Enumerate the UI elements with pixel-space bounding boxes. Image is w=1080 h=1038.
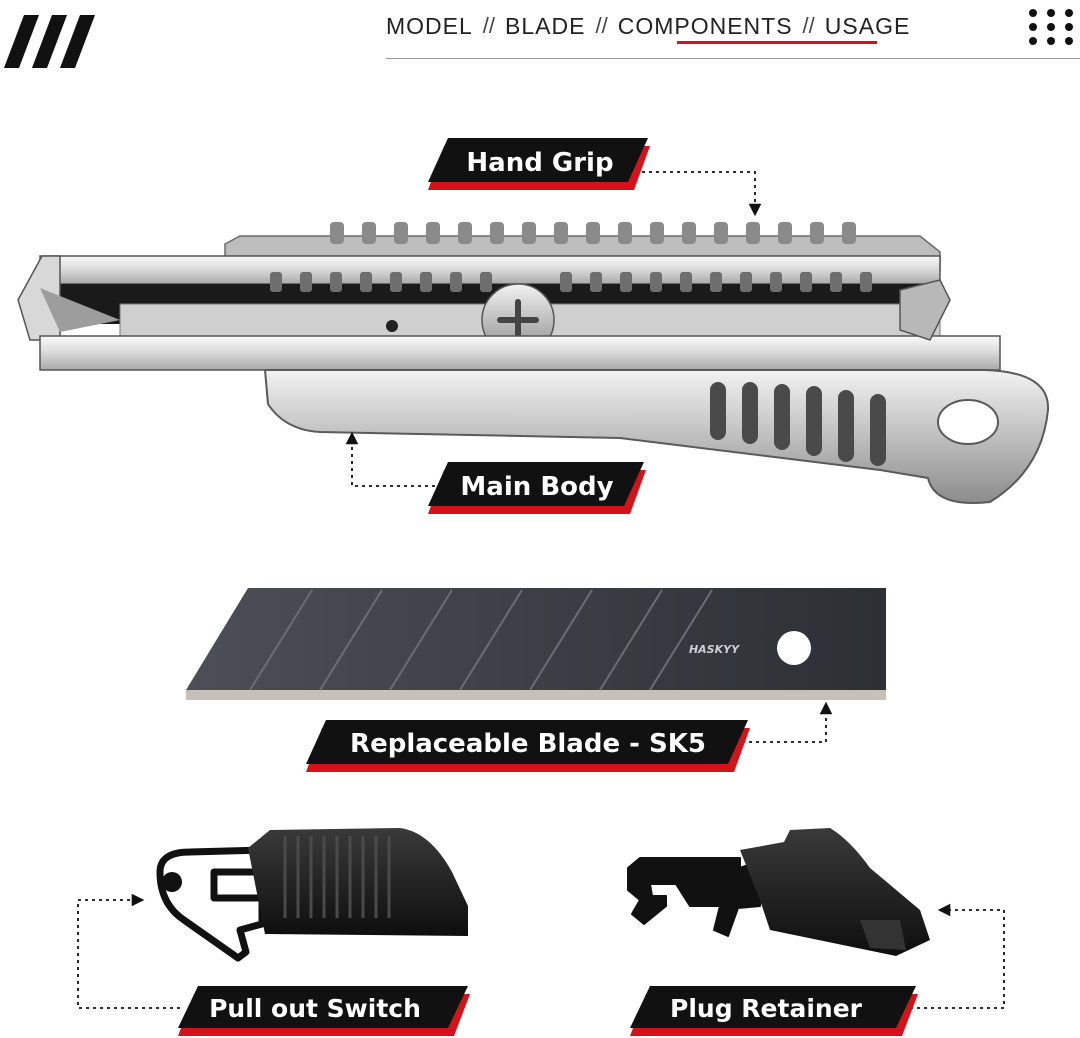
dot-grid-icon[interactable]: [1027, 7, 1075, 49]
blade-brand-logo: HASKYY: [689, 643, 740, 656]
utility-knife-image: [17, 222, 1050, 504]
hand-grip-tag: Hand Grip: [428, 138, 650, 190]
replaceable-blade-image: HASKYY: [186, 588, 886, 700]
section-nav: MODEL // BLADE // COMPONENTS // USAGE: [386, 8, 910, 44]
nav-separator: //: [595, 13, 608, 38]
main-body-label: Main Body: [460, 472, 613, 502]
nav-active-underline: [677, 41, 877, 44]
pull-out-switch-tag: Pull out Switch: [178, 986, 470, 1036]
plug-retainer-image: [627, 828, 930, 956]
nav-item-components[interactable]: COMPONENTS: [617, 13, 793, 39]
hand-grip-label: Hand Grip: [466, 148, 613, 178]
pull-out-switch-pointer: [77, 893, 180, 1009]
plug-retainer-tag: Plug Retainer: [630, 986, 918, 1036]
pull-out-switch-label: Pull out Switch: [209, 994, 421, 1023]
nav-item-usage[interactable]: USAGE: [824, 13, 911, 39]
blade-pointer: [742, 701, 833, 743]
main-body-pointer: [345, 431, 435, 487]
nav-separator: //: [802, 13, 815, 38]
blade-tag: Replaceable Blade - SK5: [306, 720, 750, 772]
plug-retainer-label: Plug Retainer: [670, 994, 863, 1023]
triple-slash-logo-icon: [4, 15, 95, 68]
pull-out-switch-image: [156, 828, 468, 962]
nav-divider: [386, 58, 1080, 59]
blade-label: Replaceable Blade - SK5: [350, 729, 706, 759]
hand-grip-pointer: [642, 171, 762, 217]
main-body-tag: Main Body: [428, 462, 646, 514]
nav-separator: //: [482, 13, 496, 38]
nav-item-blade[interactable]: BLADE: [505, 13, 586, 39]
nav-item-model[interactable]: MODEL: [386, 13, 473, 39]
plug-retainer-pointer: [910, 903, 1005, 1009]
